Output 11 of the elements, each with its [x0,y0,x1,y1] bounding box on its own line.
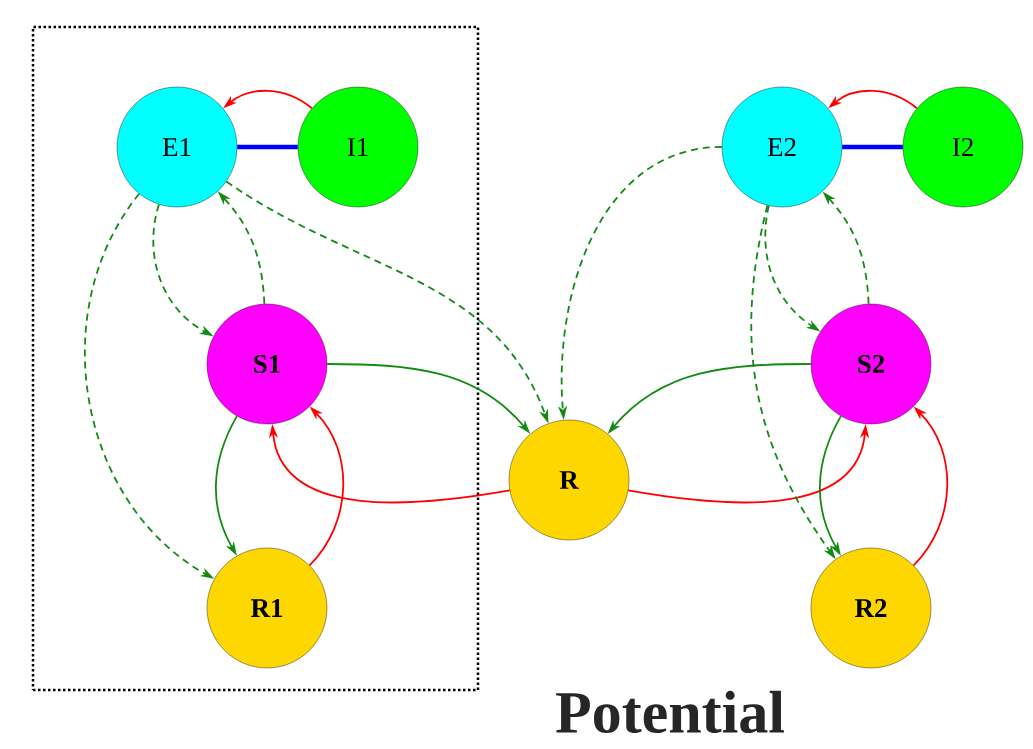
circle-node: I2 [902,86,1024,208]
circle-node: R1 [206,547,328,669]
circle-node: S2 [810,303,932,425]
circle-node: R [508,419,630,541]
circle-node: E2 [721,86,843,208]
group-frame [31,25,480,692]
circle-node: E1 [116,86,238,208]
circle-node: R2 [810,547,932,669]
circle-node: I1 [297,86,419,208]
title: Potential [556,690,784,734]
circle-node: S1 [206,303,328,425]
